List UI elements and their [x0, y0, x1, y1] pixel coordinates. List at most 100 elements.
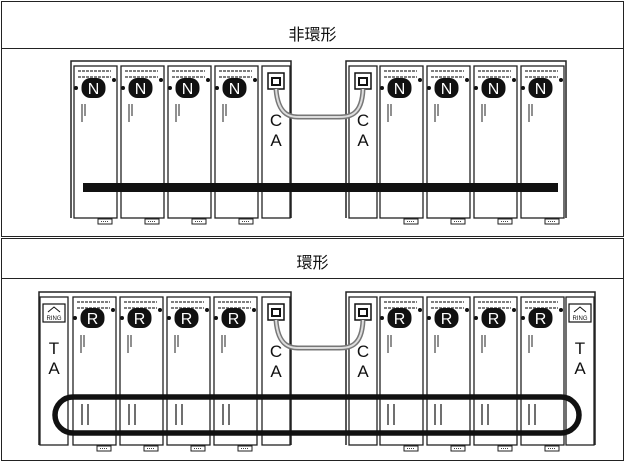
controller-label: A	[270, 131, 282, 150]
module-badge	[387, 308, 412, 328]
ring-icon-arrow	[573, 306, 587, 313]
connector-dot	[111, 308, 115, 312]
chassis-left	[38, 291, 292, 445]
port-socket-inner	[273, 79, 279, 84]
ring-icon-label: RING	[47, 316, 62, 322]
module-badge	[434, 78, 459, 98]
module-badge	[221, 308, 246, 328]
line-card: N	[473, 65, 518, 225]
non-ring-title: 非環形	[288, 27, 337, 44]
backplane-bus	[83, 183, 558, 192]
connector-dot	[521, 86, 525, 90]
module-badge-label: R	[394, 311, 406, 328]
connector-dot	[418, 78, 422, 82]
module-badge	[175, 78, 200, 98]
module-badge-label: N	[182, 81, 194, 98]
line-card: R	[213, 296, 258, 452]
connector-dot	[512, 308, 516, 312]
connector-dot	[252, 308, 256, 312]
line-card: N	[73, 65, 118, 225]
connector-dot	[158, 308, 162, 312]
connector-dot	[206, 78, 210, 82]
module-badge-label: N	[535, 81, 547, 98]
controller-card: CA	[348, 296, 378, 446]
controller-card: CA	[261, 65, 291, 219]
connector-dot	[215, 86, 219, 90]
connector-dot	[474, 86, 478, 90]
connector-dot	[168, 86, 172, 90]
ring-bus	[52, 394, 582, 436]
connector-dot	[74, 86, 78, 90]
chassis-right	[345, 291, 596, 445]
connector-dot	[121, 86, 125, 90]
module-badge	[127, 308, 152, 328]
module-badge-label: R	[535, 311, 547, 328]
connector-dot	[559, 308, 563, 312]
line-card: R	[166, 296, 211, 452]
controller-label: A	[270, 362, 282, 381]
connector-dot	[73, 316, 77, 320]
connector-dot	[521, 316, 525, 320]
module-badge	[481, 78, 506, 98]
connector-dot	[214, 316, 218, 320]
connector-dot	[427, 316, 431, 320]
module-badge-label: N	[394, 81, 406, 98]
module-badge	[222, 78, 247, 98]
line-card: R	[72, 296, 117, 452]
controller-card: CA	[348, 65, 378, 219]
module-badge	[528, 308, 553, 328]
connector-dot	[512, 78, 516, 82]
module-badge-label: R	[441, 311, 453, 328]
controller-label: C	[270, 342, 282, 361]
module-badge-label: R	[134, 311, 146, 328]
controller-label: C	[357, 111, 369, 130]
interconnect-cable-core	[275, 319, 364, 349]
line-card-body	[213, 296, 258, 446]
module-badge-label: R	[181, 311, 193, 328]
connector-dot	[159, 78, 163, 82]
module-badge	[174, 308, 199, 328]
line-card: R	[426, 296, 471, 452]
controller-card: CA	[261, 296, 291, 446]
line-card: R	[119, 296, 164, 452]
connector-dot	[474, 316, 478, 320]
port-socket-inner	[360, 79, 366, 84]
connector-dot	[120, 316, 124, 320]
ring-icon	[568, 303, 592, 323]
module-badge	[387, 78, 412, 98]
connector-dot	[205, 308, 209, 312]
ring-icon-label: RING	[573, 316, 588, 322]
module-badge	[434, 308, 459, 328]
module-badge-label: R	[228, 311, 240, 328]
line-card: R	[473, 296, 518, 452]
connector-dot	[559, 78, 563, 82]
line-card: R	[520, 296, 565, 452]
port-socket-inner	[360, 310, 366, 315]
line-card: N	[520, 65, 565, 225]
line-card: N	[167, 65, 212, 225]
controller-label: C	[270, 111, 282, 130]
ring-title: 環形	[296, 255, 329, 272]
connector-dot	[167, 316, 171, 320]
connector-dot	[465, 78, 469, 82]
chassis-left	[70, 60, 292, 218]
connector-dot	[380, 316, 384, 320]
terminator-label: T	[575, 339, 585, 358]
connector-dot	[253, 78, 257, 82]
module-badge-label: N	[135, 81, 147, 98]
controller-label: C	[357, 342, 369, 361]
connector-dot	[465, 308, 469, 312]
interconnect-cable-core	[275, 88, 364, 118]
connector-dot	[112, 78, 116, 82]
module-badge-label: N	[88, 81, 100, 98]
line-card: N	[120, 65, 165, 225]
line-card-body	[473, 65, 518, 219]
chassis-right	[345, 60, 567, 218]
controller-label: A	[357, 362, 369, 381]
ring-icon-arrow	[47, 306, 61, 313]
connector-dot	[380, 86, 384, 90]
line-card: R	[379, 296, 424, 452]
